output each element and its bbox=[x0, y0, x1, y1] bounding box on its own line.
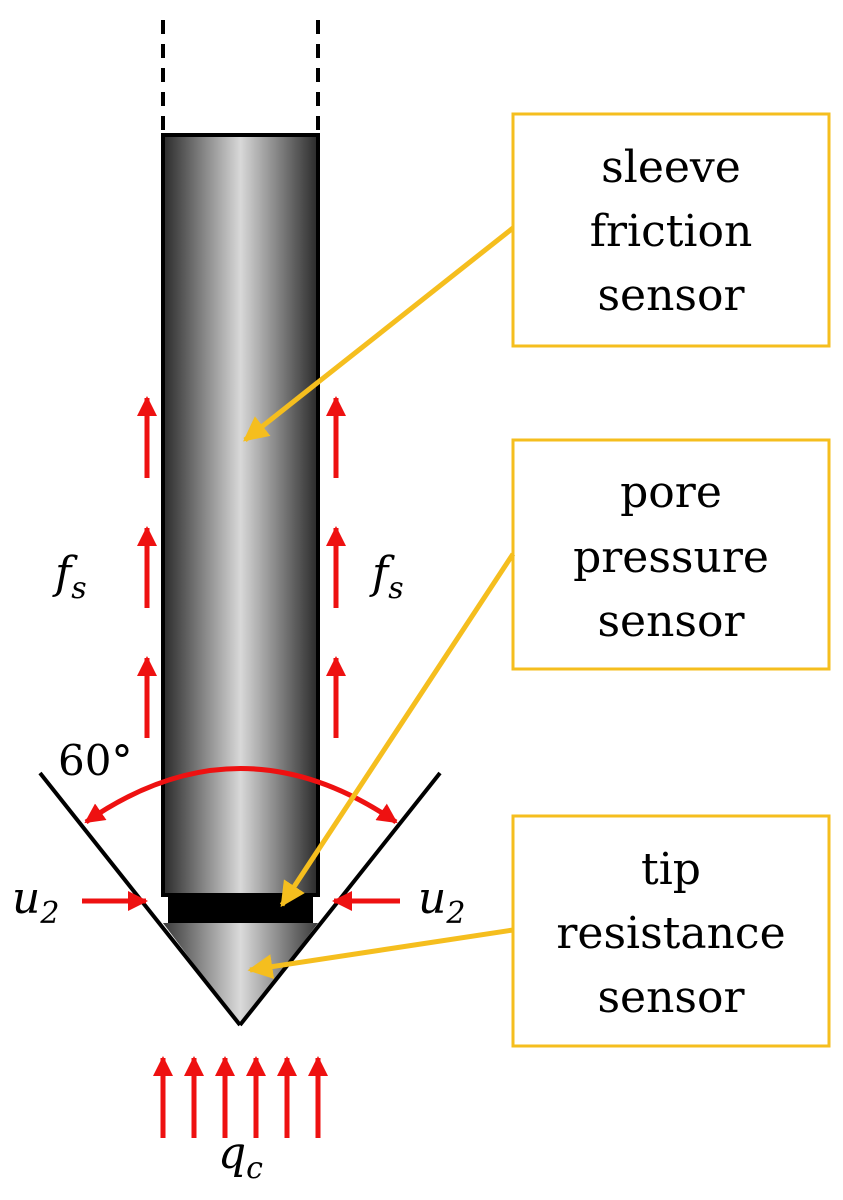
pore-pressure-filter bbox=[168, 893, 313, 923]
pore-pressure-callout: pore pressure sensor bbox=[511, 438, 831, 671]
callout-line: pore bbox=[620, 467, 722, 518]
sleeve-friction-label-left: fs bbox=[52, 548, 87, 606]
tip-resistance-label: qc bbox=[218, 1128, 263, 1186]
sleeve-rod bbox=[161, 133, 320, 897]
callout-line: sensor bbox=[597, 270, 745, 321]
callout-line: resistance bbox=[556, 908, 785, 959]
tip-resistance-arrows bbox=[153, 1056, 328, 1138]
cone-tip bbox=[163, 923, 318, 1025]
sleeve-friction-callout: sleeve friction sensor bbox=[511, 112, 831, 348]
sleeve-leader-arrow bbox=[243, 226, 515, 442]
callout-line: pressure bbox=[573, 532, 769, 583]
cone-angle-label: 60° bbox=[58, 736, 132, 785]
tip-resistance-callout: tip resistance sensor bbox=[511, 814, 831, 1048]
callout-box bbox=[511, 438, 831, 671]
tip-leader-arrow bbox=[247, 927, 514, 979]
callout-box bbox=[511, 112, 831, 348]
pore-pressure-label-left: u2 bbox=[12, 873, 59, 931]
pore-leader-arrow bbox=[279, 552, 516, 908]
callout-line: tip bbox=[641, 844, 701, 895]
callout-line: sensor bbox=[597, 972, 745, 1023]
callout-box bbox=[511, 814, 831, 1048]
pore-pressure-label-right: u2 bbox=[418, 873, 465, 931]
callout-line: friction bbox=[590, 206, 753, 257]
callout-line: sensor bbox=[597, 596, 745, 647]
callout-line: sleeve bbox=[601, 142, 741, 193]
sleeve-friction-label-right: fs bbox=[369, 548, 404, 606]
